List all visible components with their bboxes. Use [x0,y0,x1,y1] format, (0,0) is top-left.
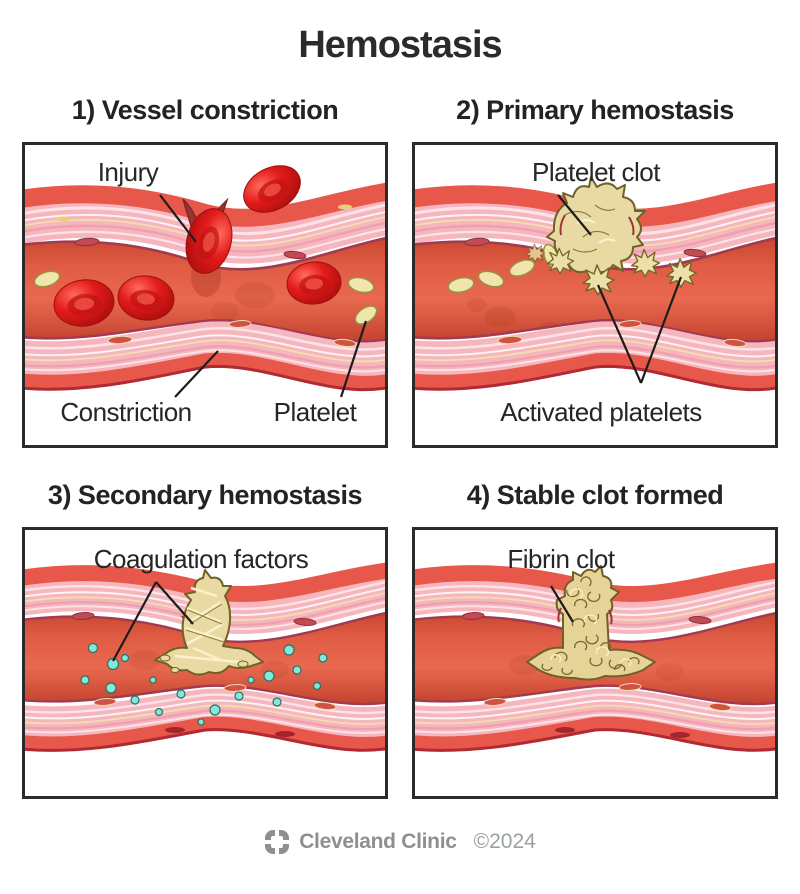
panel-1-box: Injury Constriction Platelet [22,142,388,448]
activated-platelet-pointer-line-left [596,284,643,384]
secondary-hemostasis-illustration [25,562,385,752]
coagulation-pointer-line-right [155,581,194,625]
coagulation-factor-dots [80,642,328,726]
platelets [33,270,378,325]
platelet-label: Platelet [273,397,357,427]
panel-secondary-hemostasis: 3) Secondary hemostasis [22,448,388,799]
platelet-clot-label: Platelet clot [532,157,660,187]
pointer-lines [550,585,574,623]
activated-platelets [525,243,697,296]
fibrin-clot-pointer-line [550,585,574,623]
red-blood-cells [53,165,342,327]
fibrin-clot [526,565,656,681]
panel-stable-clot: 4) Stable clot formed [412,448,778,799]
coagulation-factors-label: Coagulation factors [93,544,309,574]
panel-1-heading: 1) Vessel constriction [71,95,339,125]
page-title: Hemostasis [298,24,502,66]
footer-copyright: ©2024 [473,830,536,853]
panel-4-heading: 4) Stable clot formed [466,480,724,510]
injury-label: Injury [97,157,159,187]
panel-vessel-constriction: 1) Vessel constriction [22,67,388,448]
cleveland-clinic-logo-icon [264,829,291,855]
activated-platelets-label: Activated platelets [500,397,702,427]
panel-row-2: 3) Secondary hemostasis [0,448,800,799]
activated-platelet-pointer-line-right [639,276,683,384]
constriction-label: Constriction [60,397,192,427]
stable-clot-illustration [415,562,775,752]
panel-row-1: 1) Vessel constriction [0,67,800,448]
footer: Cleveland Clinic ©2024 [0,829,800,855]
primary-hemostasis-illustration [415,176,775,392]
panel-primary-hemostasis: 2) Primary hemostasis [412,67,778,448]
platelet-clot-pointer-line [557,194,592,236]
pointer-lines [159,194,368,398]
panel-4-box: Fibrin clot [412,527,778,799]
fibrin-clot-label: Fibrin clot [507,544,615,574]
fibrin-mesh-clot [154,569,264,676]
platelet-clot [546,176,646,282]
panel-3-heading: 3) Secondary hemostasis [47,480,363,510]
injury-pointer-line [159,194,197,243]
coagulation-pointer-line-left [112,581,157,662]
pointer-lines [112,581,194,662]
vessel-constriction-illustration [25,165,385,398]
pointer-lines [557,194,683,384]
panel-3-box: Coagulation factors [22,527,388,799]
panel-2-box: Platelet clot Activated platelets [412,142,778,448]
footer-brand: Cleveland Clinic [299,830,457,853]
constriction-pointer-line [174,350,219,398]
platelet-pointer-line [339,320,368,398]
panel-2-heading: 2) Primary hemostasis [456,95,734,125]
